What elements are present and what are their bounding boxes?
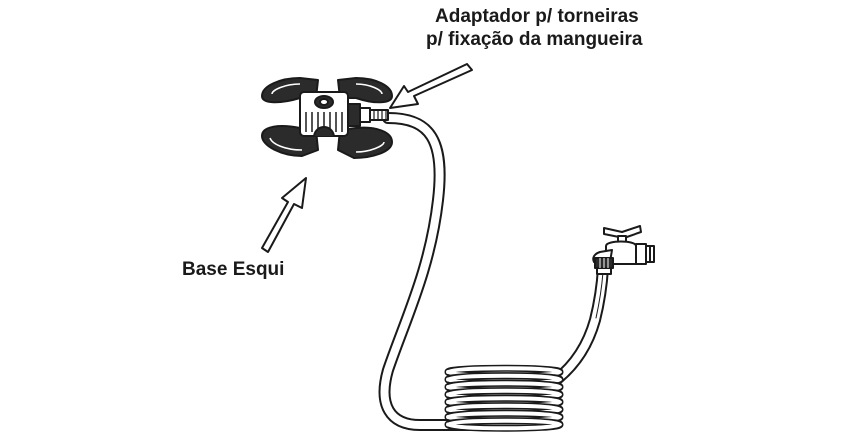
hose-coil-loop-inner <box>446 418 563 431</box>
garden-hose-icon <box>378 112 609 431</box>
base-label: Base Esqui <box>182 259 285 280</box>
adaptor-arrow <box>389 63 473 109</box>
adaptor-label-line1: Adaptador p/ torneiras <box>435 6 639 27</box>
hose-adapter-icon <box>347 103 389 127</box>
base-arrow <box>261 177 307 253</box>
faucet-icon <box>592 225 655 275</box>
hose-coil-icon <box>444 364 564 432</box>
adaptor-label-line2: p/ fixação da mangueira <box>426 29 643 50</box>
